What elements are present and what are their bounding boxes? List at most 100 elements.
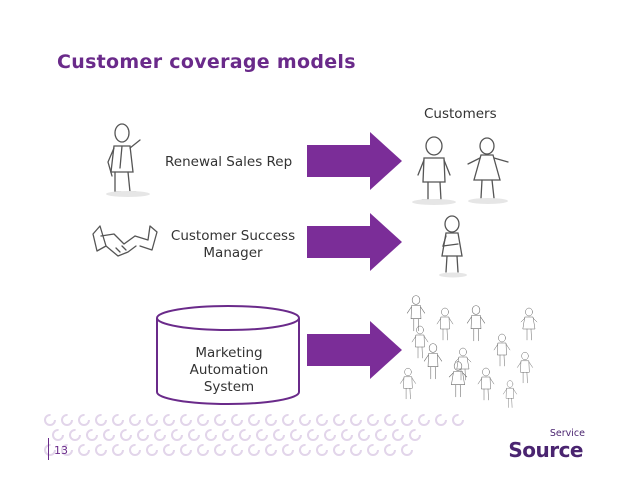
crowd-person <box>466 305 486 342</box>
crowd-person <box>517 351 533 384</box>
pattern-ring <box>307 429 319 441</box>
pattern-ring <box>103 429 115 441</box>
pattern-ring <box>222 429 234 441</box>
customers-heading: Customers <box>424 106 497 122</box>
pattern-ring <box>120 429 132 441</box>
servicesource-logo: Service Source <box>505 424 585 462</box>
pattern-ring <box>358 429 370 441</box>
crowd-person <box>411 325 429 359</box>
pattern-ring <box>61 444 73 456</box>
pattern-ring <box>333 414 345 426</box>
pattern-ring <box>112 444 124 456</box>
pattern-ring <box>239 429 251 441</box>
csm-label-line-2: Manager <box>203 245 263 261</box>
crowd-person <box>454 347 472 381</box>
customer-man-icon <box>412 136 456 205</box>
pattern-ring <box>282 414 294 426</box>
pattern-ring <box>180 414 192 426</box>
pattern-ring <box>129 444 141 456</box>
pattern-ring <box>401 444 413 456</box>
pattern-ring <box>95 414 107 426</box>
pattern-ring <box>52 429 64 441</box>
pattern-ring <box>163 414 175 426</box>
pattern-ring <box>171 429 183 441</box>
mas-label-line-1: Marketing <box>195 345 263 361</box>
pattern-ring <box>205 429 217 441</box>
pattern-ring <box>197 444 209 456</box>
logo-source-text: Source <box>508 438 583 462</box>
pattern-ring <box>112 414 124 426</box>
pattern-ring <box>299 414 311 426</box>
pattern-ring <box>95 444 107 456</box>
pattern-ring <box>299 444 311 456</box>
pattern-ring <box>316 444 328 456</box>
pattern-ring <box>435 414 447 426</box>
pattern-ring <box>248 414 260 426</box>
crowd-person <box>423 343 443 380</box>
pattern-ring <box>265 414 277 426</box>
marketing-automation-system-label: Marketing Automation System <box>158 345 300 396</box>
arrow-icon <box>307 321 402 379</box>
page-number: 13 <box>54 444 68 457</box>
footer-pattern <box>44 414 464 456</box>
pattern-ring <box>86 429 98 441</box>
pattern-ring <box>61 414 73 426</box>
pattern-ring <box>375 429 387 441</box>
pattern-ring <box>44 444 56 456</box>
pattern-ring <box>146 414 158 426</box>
pattern-ring <box>384 414 396 426</box>
pattern-ring <box>350 414 362 426</box>
pattern-ring <box>231 414 243 426</box>
customer-success-manager-label: Customer Success Manager <box>160 228 306 262</box>
crowd-person <box>400 367 416 400</box>
pattern-ring <box>214 414 226 426</box>
crowd-person <box>503 380 517 408</box>
database-cylinder-icon <box>156 305 300 405</box>
pattern-ring <box>273 429 285 441</box>
pattern-ring <box>452 414 464 426</box>
pattern-ring <box>188 429 200 441</box>
pattern-ring <box>265 444 277 456</box>
customer-woman-icon <box>467 137 509 204</box>
csm-label-line-1: Customer Success <box>170 228 296 244</box>
customer-icon <box>439 215 467 278</box>
pattern-ring <box>69 429 81 441</box>
pattern-ring <box>44 414 56 426</box>
crowd-person <box>477 367 495 401</box>
handshake-icon <box>92 225 158 257</box>
pattern-ring <box>367 444 379 456</box>
pattern-ring <box>333 444 345 456</box>
pattern-ring <box>367 414 379 426</box>
crowd-person <box>436 307 454 341</box>
logo-service-text: Service <box>549 428 585 439</box>
pattern-ring <box>392 429 404 441</box>
pattern-ring <box>350 444 362 456</box>
pattern-ring <box>197 414 209 426</box>
pattern-ring <box>282 444 294 456</box>
pattern-ring <box>180 444 192 456</box>
pattern-ring <box>129 414 141 426</box>
crowd-person <box>406 295 426 332</box>
pattern-ring <box>137 429 149 441</box>
pattern-ring <box>78 444 90 456</box>
mas-label-line-2: Automation <box>189 362 269 378</box>
renewal-sales-rep-label: Renewal Sales Rep <box>165 154 293 170</box>
pattern-ring <box>231 444 243 456</box>
arrow-icon <box>307 132 402 190</box>
mas-label-line-3: System <box>203 379 255 395</box>
pattern-ring <box>401 414 413 426</box>
crowd-person <box>448 361 468 398</box>
pattern-ring <box>324 429 336 441</box>
crowd-person <box>493 333 511 367</box>
pattern-ring <box>214 444 226 456</box>
slide-title: Customer coverage models <box>57 51 356 73</box>
salesman-icon <box>106 123 150 197</box>
arrow-icon <box>307 213 402 271</box>
pattern-ring <box>384 444 396 456</box>
pattern-ring <box>154 429 166 441</box>
pattern-ring <box>256 429 268 441</box>
page-number-rule <box>48 438 49 460</box>
crowd-person <box>520 307 538 341</box>
pattern-ring <box>290 429 302 441</box>
